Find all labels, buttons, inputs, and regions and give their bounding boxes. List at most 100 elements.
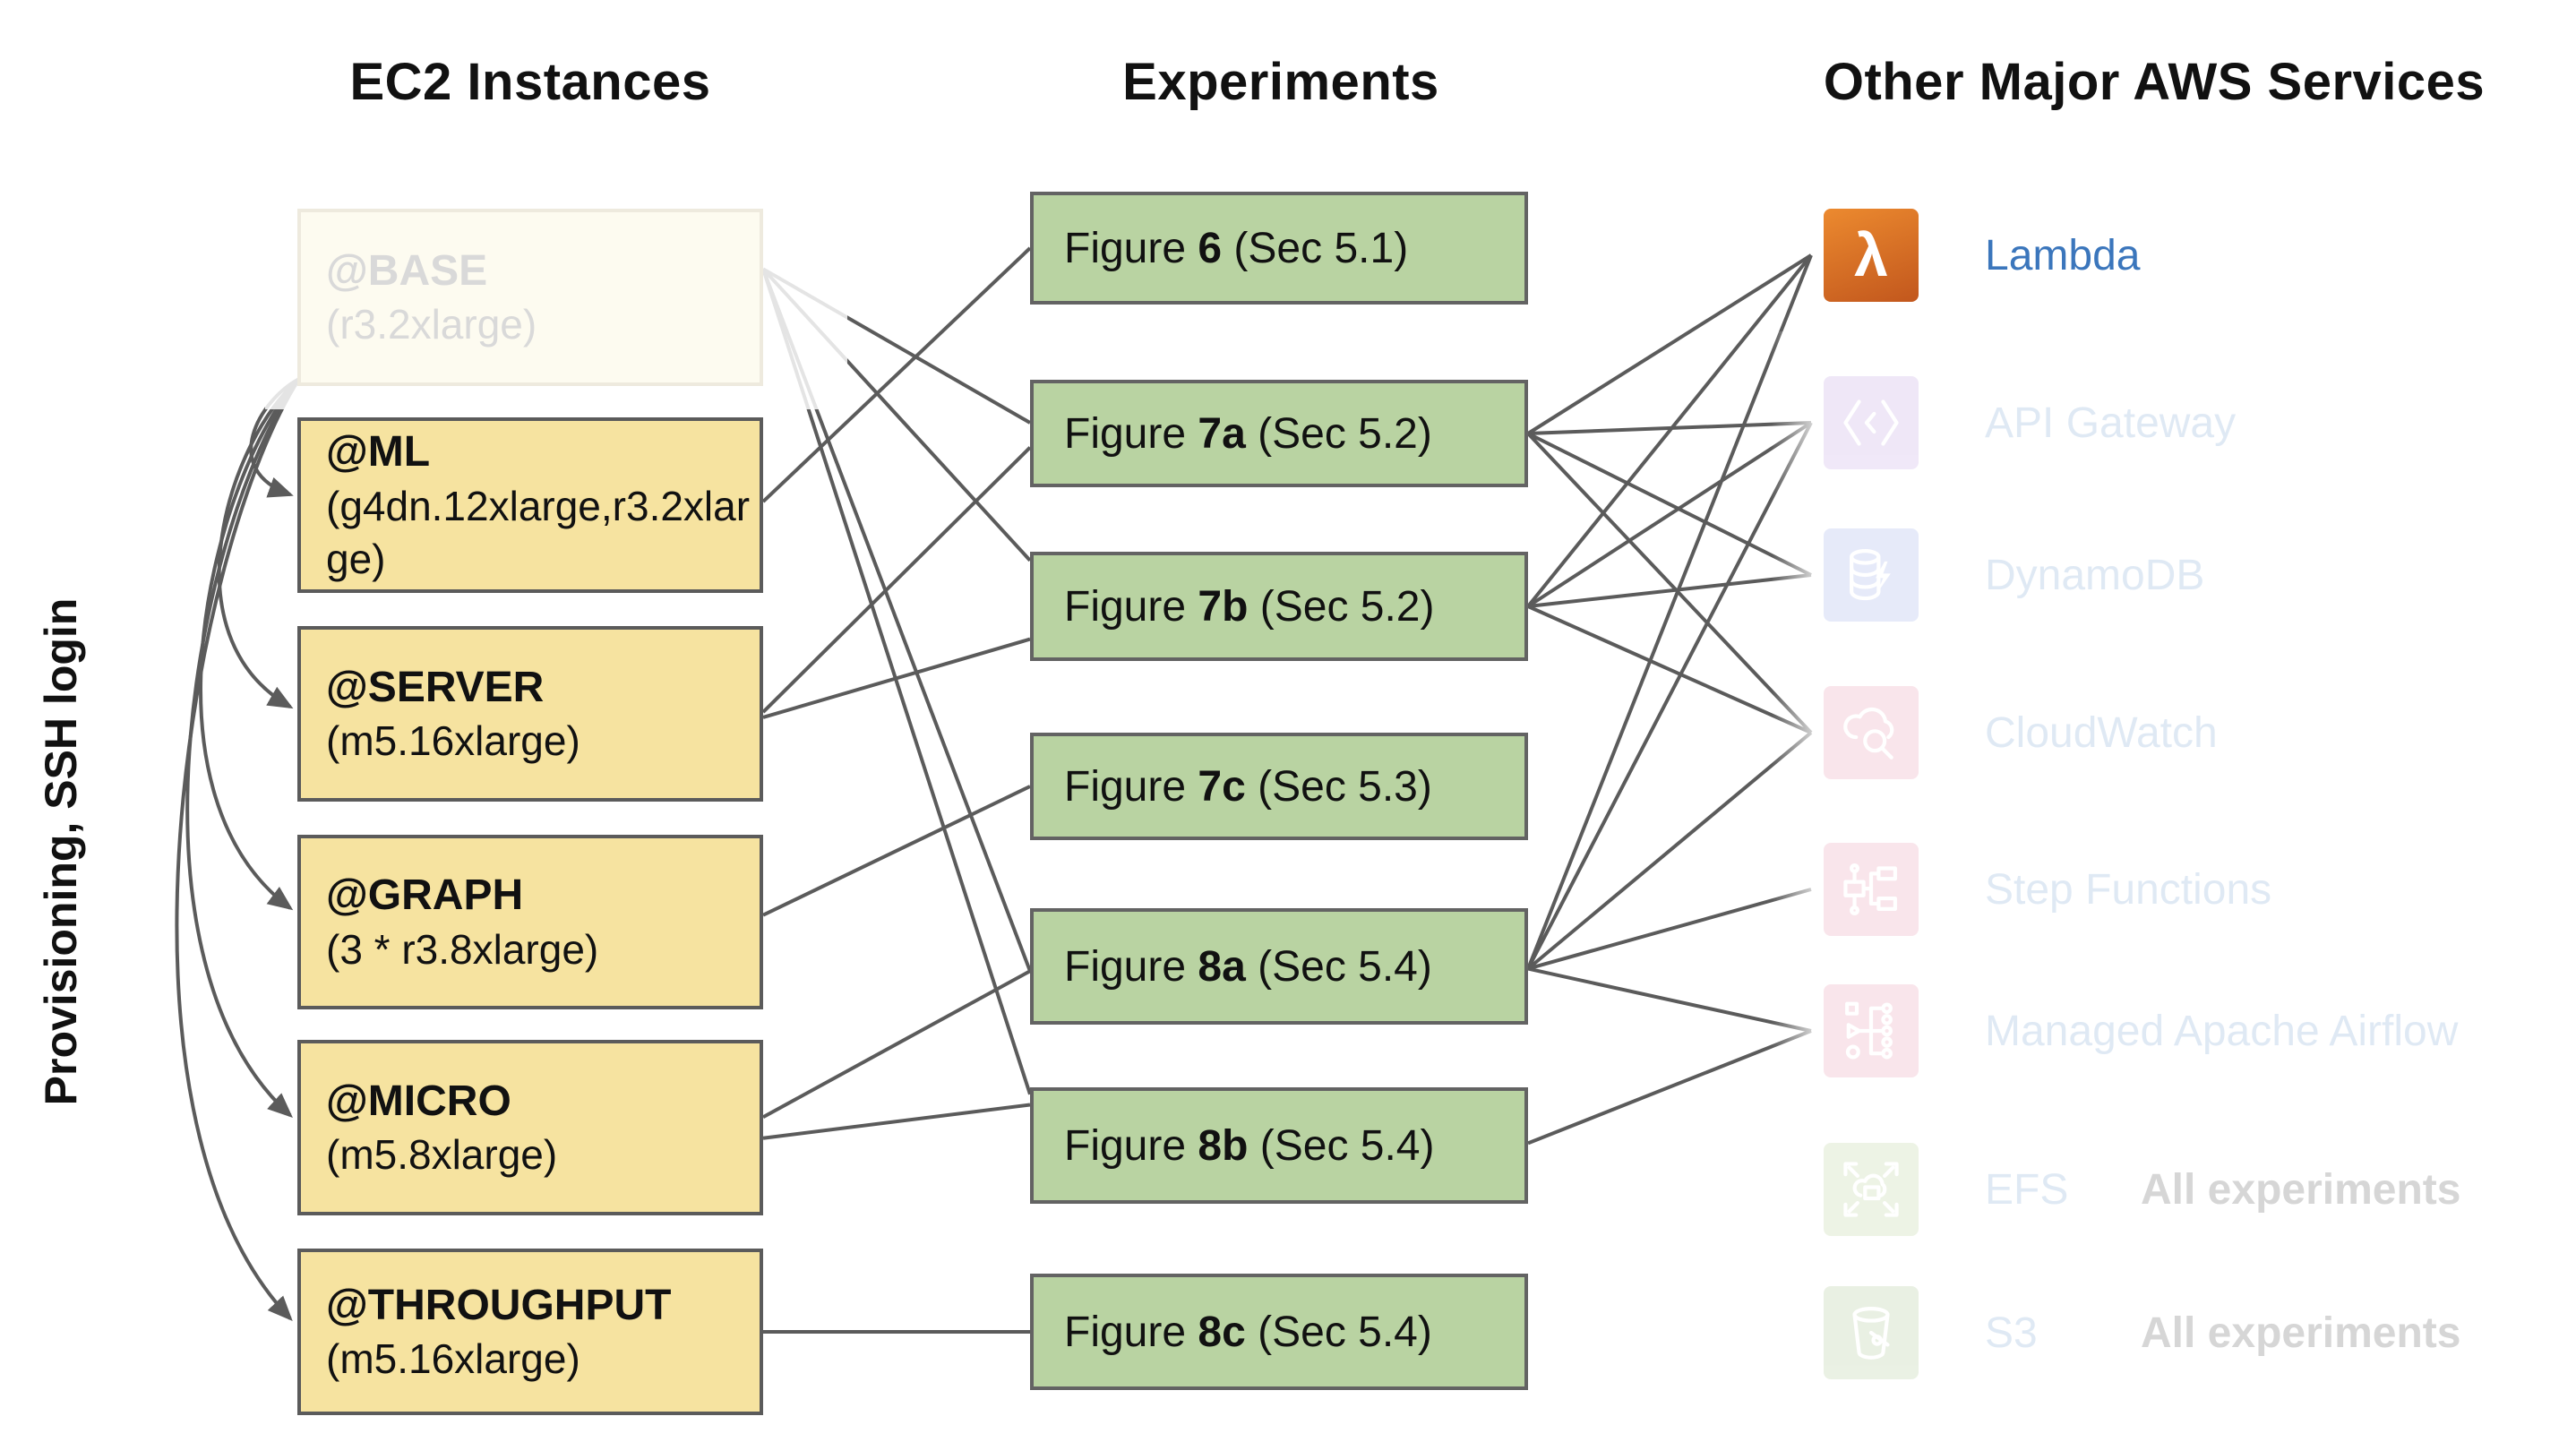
service-cloudwatch: CloudWatch bbox=[1824, 686, 2218, 779]
service-lambda: λ Lambda bbox=[1824, 209, 2140, 302]
experiment-box-fig6: Figure 6 (Sec 5.1) bbox=[1030, 192, 1528, 305]
edge-line bbox=[761, 246, 1032, 503]
experiment-box-fig7b: Figure 7b (Sec 5.2) bbox=[1030, 552, 1528, 661]
service-label-s3: S3 bbox=[1985, 1309, 2038, 1357]
edge-line bbox=[762, 637, 1031, 719]
base-fade-overlay bbox=[265, 184, 847, 409]
provisioning-ssh-side-label: Provisioning, SSH login bbox=[36, 597, 86, 1106]
service-label-step: Step Functions bbox=[1985, 865, 2272, 914]
service-label-dynamo: DynamoDB bbox=[1985, 551, 2205, 599]
figure-word: Figure bbox=[1064, 409, 1198, 458]
ec2-box-title-base: @BASE bbox=[326, 246, 488, 295]
provisioning-arrow-graph bbox=[199, 377, 301, 911]
efs-icon bbox=[1824, 1143, 1919, 1236]
edge-line bbox=[1527, 1029, 1812, 1146]
services-column-header: Other Major AWS Services bbox=[1823, 53, 2486, 111]
figure-number: 8c bbox=[1198, 1308, 1246, 1356]
figure-word: Figure bbox=[1064, 224, 1198, 272]
lambda-glyph: λ bbox=[1854, 221, 1888, 289]
ec2-box-graph: @GRAPH(3 * r3.8xlarge) bbox=[297, 835, 763, 1009]
experiment-label-fig8a: Figure 8a (Sec 5.4) bbox=[1064, 942, 1432, 991]
ec2-box-server: @SERVER (m5.16xlarge) bbox=[297, 626, 763, 802]
experiment-box-fig8b: Figure 8b (Sec 5.4) bbox=[1030, 1087, 1528, 1204]
ec2-box-micro: @MICRO(m5.8xlarge) bbox=[297, 1040, 763, 1215]
figure-word: Figure bbox=[1064, 582, 1198, 631]
edge-line bbox=[1527, 888, 1812, 971]
figure-number: 8b bbox=[1198, 1121, 1249, 1170]
edge-line bbox=[762, 267, 1031, 425]
experiment-label-fig7c: Figure 7c (Sec 5.3) bbox=[1064, 762, 1432, 811]
dynamodb-icon bbox=[1824, 528, 1919, 622]
edge-line bbox=[761, 267, 1032, 562]
edge-line bbox=[1526, 253, 1813, 435]
airflow-icon bbox=[1824, 984, 1919, 1077]
service-airflow: Managed Apache Airflow bbox=[1824, 984, 2458, 1077]
edge-line bbox=[1526, 422, 1813, 970]
experiment-label-fig8c: Figure 8c (Sec 5.4) bbox=[1064, 1308, 1432, 1357]
ec2-box-ml: @ML(g4dn.12xlarge,r3.2xlarge) bbox=[297, 417, 763, 593]
figure-word: Figure bbox=[1064, 942, 1198, 991]
service-api: API Gateway bbox=[1824, 376, 2236, 469]
experiment-box-fig7c: Figure 7c (Sec 5.3) bbox=[1030, 733, 1528, 840]
service-label-airflow: Managed Apache Airflow bbox=[1985, 1007, 2459, 1055]
edge-line bbox=[1527, 432, 1812, 577]
edge-line bbox=[761, 268, 1032, 1095]
service-label-efs: EFS bbox=[1985, 1165, 2069, 1214]
ec2-box-spec-throughput: (m5.16xlarge) bbox=[326, 1335, 580, 1383]
figure-word: Figure bbox=[1064, 1121, 1198, 1170]
ec2-box-title-graph: @GRAPH bbox=[326, 871, 524, 920]
edge-line bbox=[1526, 253, 1813, 608]
ec2-box-title-ml: @ML bbox=[326, 428, 431, 476]
edge-line bbox=[1527, 573, 1812, 608]
experiment-label-fig6: Figure 6 (Sec 5.1) bbox=[1064, 224, 1408, 273]
figure-number: 7b bbox=[1198, 582, 1249, 631]
experiment-box-fig8a: Figure 8a (Sec 5.4) bbox=[1030, 908, 1528, 1025]
figure-word: Figure bbox=[1064, 1308, 1198, 1356]
lambda-icon: λ bbox=[1824, 209, 1919, 302]
experiments-column-header: Experiments bbox=[1122, 53, 1439, 111]
experiment-box-fig7a: Figure 7a (Sec 5.2) bbox=[1030, 380, 1528, 487]
service-label-api: API Gateway bbox=[1985, 399, 2237, 447]
ec2-box-base: @BASE (r3.2xlarge) bbox=[297, 209, 763, 386]
service-efs: EFS All experiments bbox=[1824, 1143, 2460, 1236]
ec2-box-spec-server: (m5.16xlarge) bbox=[326, 717, 580, 765]
figure-section: (Sec 5.1) bbox=[1222, 224, 1409, 272]
figure-section: (Sec 5.4) bbox=[1245, 1308, 1432, 1356]
ec2-column-header: EC2 Instances bbox=[349, 53, 711, 111]
ec2-box-spec-base: (r3.2xlarge) bbox=[326, 301, 537, 348]
service-label-cloudwatch: CloudWatch bbox=[1985, 708, 2218, 757]
figure-section: (Sec 5.4) bbox=[1248, 1121, 1435, 1170]
ec2-box-throughput: @THROUGHPUT (m5.16xlarge) bbox=[297, 1249, 763, 1415]
edge-line bbox=[762, 1103, 1031, 1140]
ec2-box-title-server: @SERVER bbox=[326, 663, 545, 711]
edge-line bbox=[1526, 254, 1813, 970]
edge-line bbox=[761, 446, 1032, 714]
edge-line bbox=[1526, 731, 1813, 971]
cloudwatch-icon bbox=[1824, 686, 1919, 779]
edge-line bbox=[1527, 966, 1812, 1033]
figure-number: 7c bbox=[1198, 762, 1246, 811]
service-note-s3: All experiments bbox=[2141, 1309, 2461, 1357]
edge-line bbox=[762, 785, 1031, 917]
provisioning-arrow-throughput bbox=[175, 377, 301, 1322]
edge-line bbox=[1527, 605, 1812, 734]
ec2-box-title-micro: @MICRO bbox=[326, 1077, 511, 1125]
service-step: Step Functions bbox=[1824, 843, 2271, 936]
service-tip-fade-overlay bbox=[1772, 331, 1825, 1075]
ec2-box-title-throughput: @THROUGHPUT bbox=[326, 1281, 672, 1329]
step-functions-icon bbox=[1824, 843, 1919, 936]
provisioning-arrow-server bbox=[217, 377, 301, 709]
experiment-box-fig8c: Figure 8c (Sec 5.4) bbox=[1030, 1274, 1528, 1390]
provisioning-arrow-micro bbox=[185, 377, 301, 1118]
service-label-lambda: Lambda bbox=[1985, 231, 2141, 279]
experiment-label-fig8b: Figure 8b (Sec 5.4) bbox=[1064, 1121, 1434, 1171]
figure-section: (Sec 5.4) bbox=[1245, 942, 1432, 991]
api-gateway-icon bbox=[1824, 376, 1919, 469]
service-note-efs: All experiments bbox=[2141, 1165, 2461, 1214]
edge-line bbox=[761, 268, 1032, 972]
figure-number: 6 bbox=[1198, 224, 1223, 272]
experiment-label-fig7b: Figure 7b (Sec 5.2) bbox=[1064, 582, 1434, 631]
experiment-label-fig7a: Figure 7a (Sec 5.2) bbox=[1064, 409, 1432, 459]
